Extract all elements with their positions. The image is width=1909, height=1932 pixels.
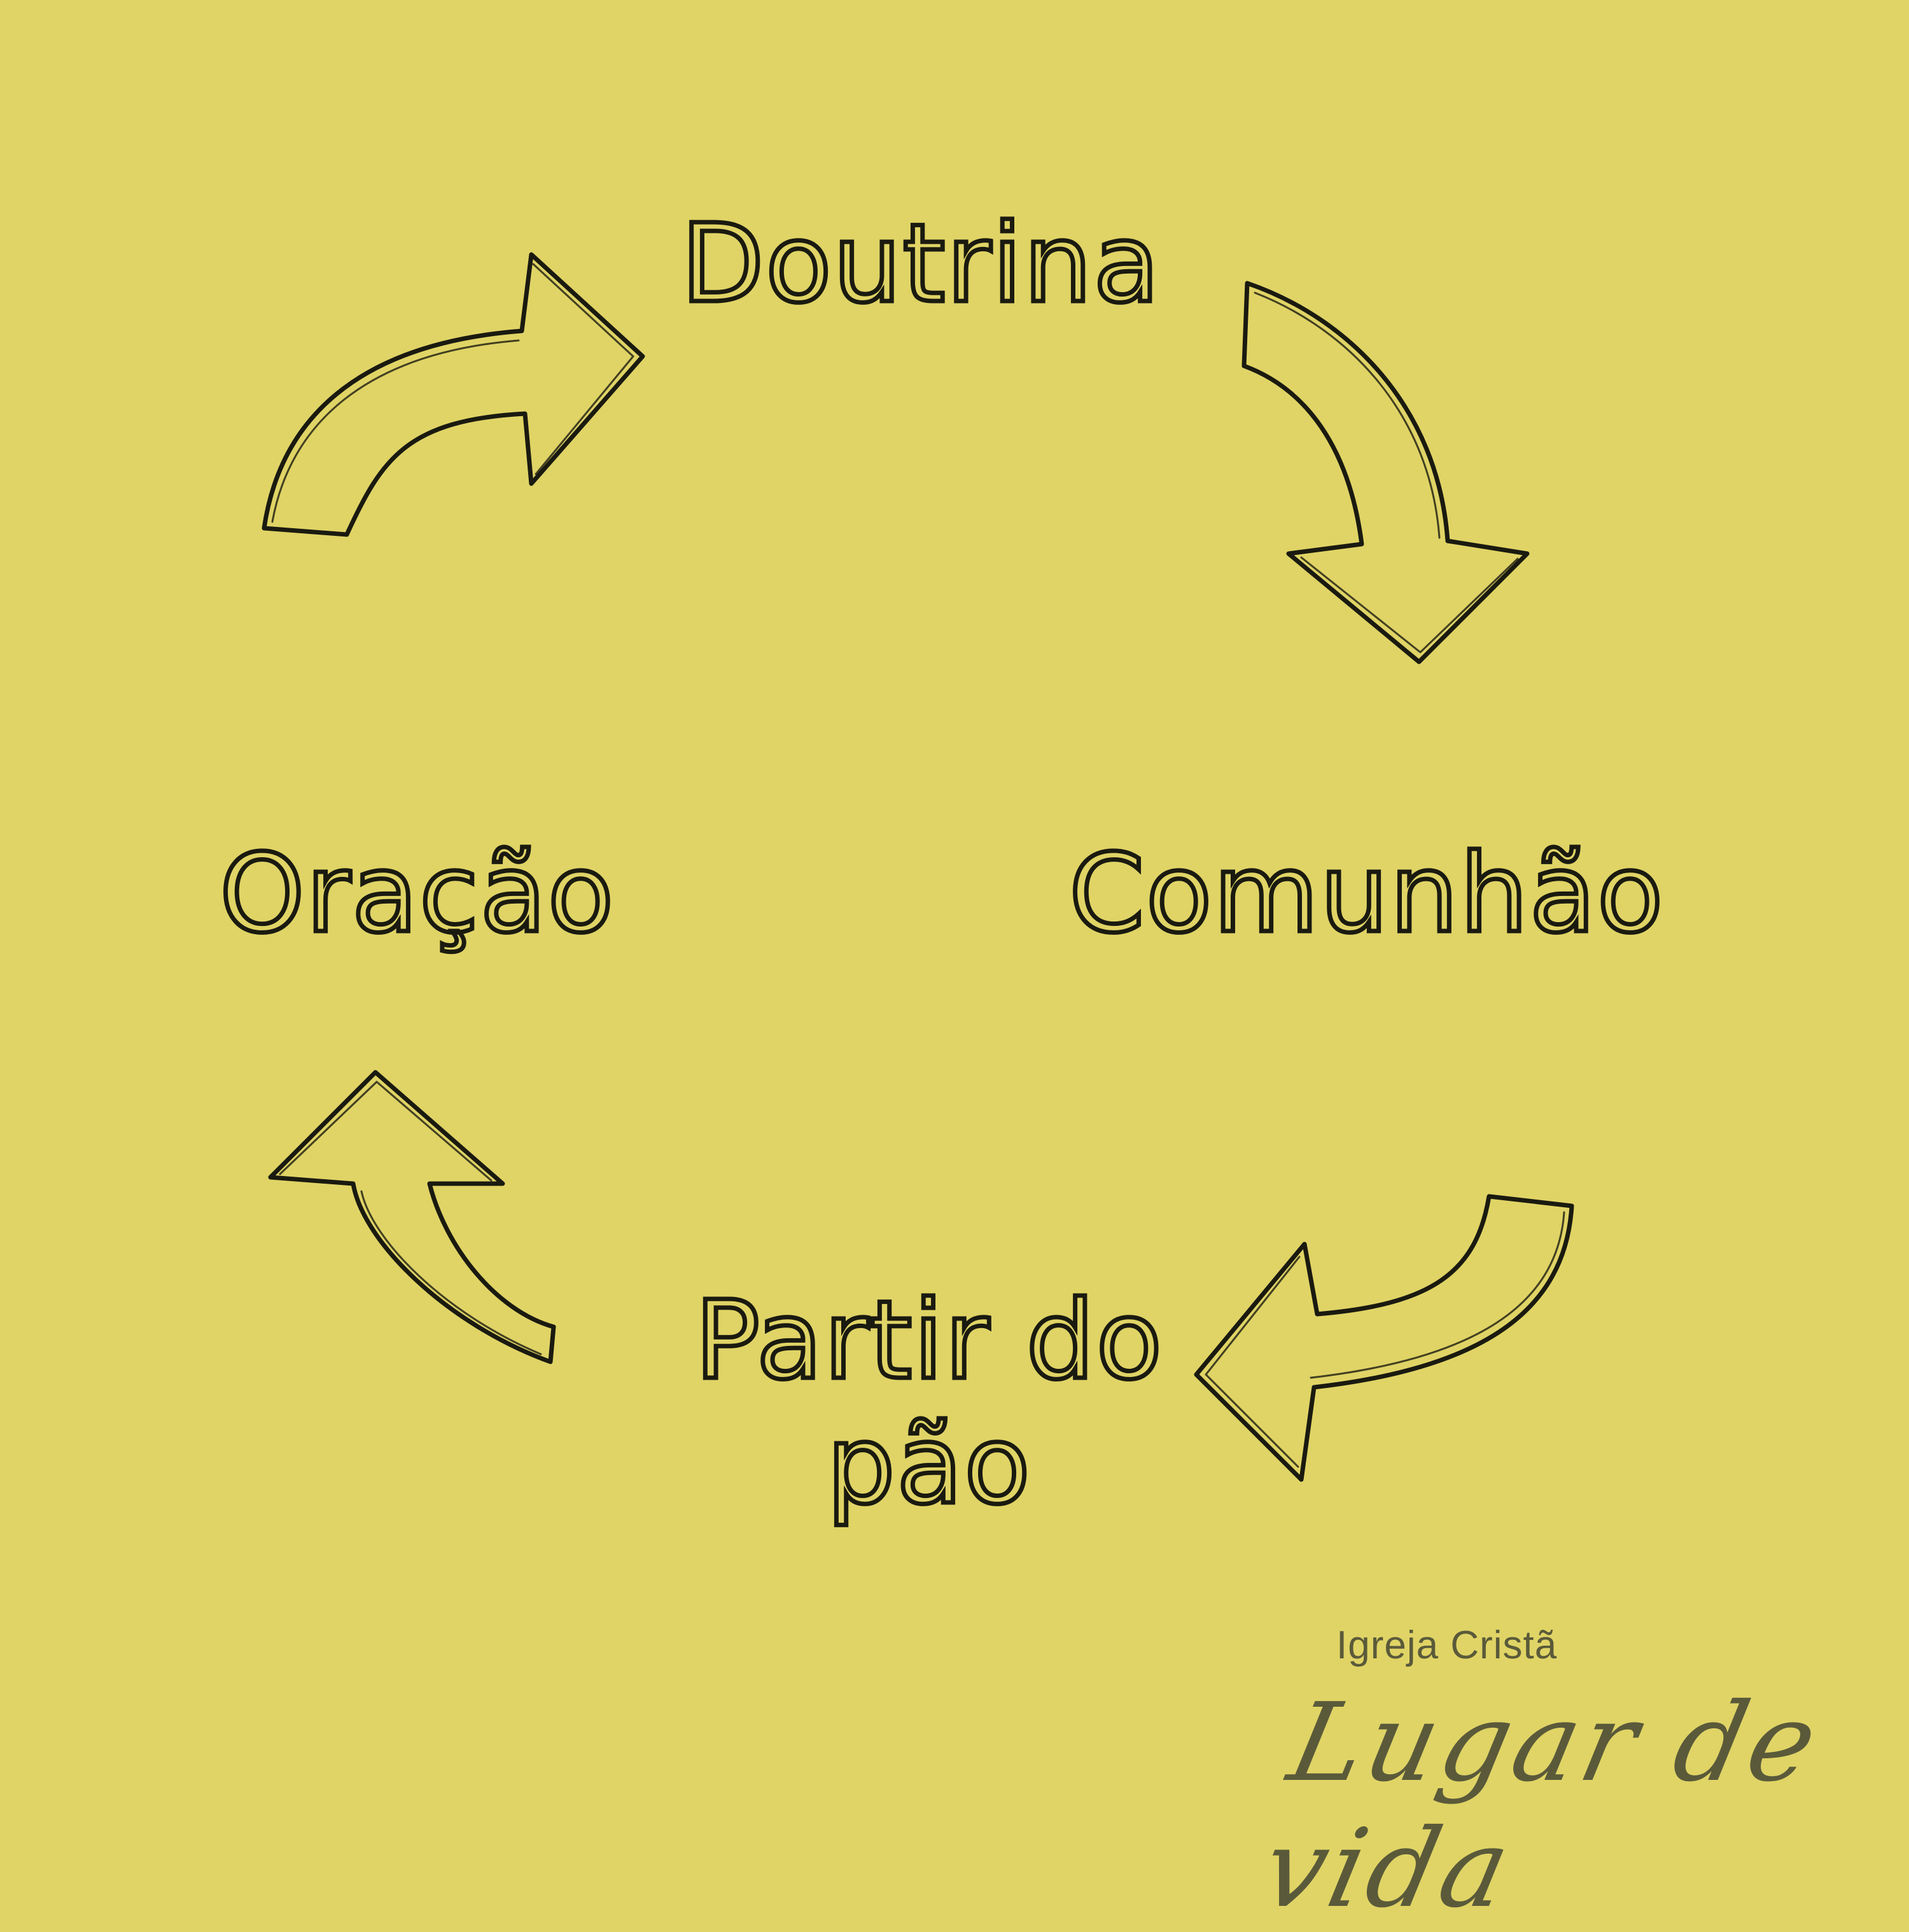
church-logo: Igreja Cristã Lugar de vida bbox=[1241, 1604, 1864, 1932]
arrow-to-partir-do-pao bbox=[1194, 1194, 1574, 1482]
arrow-to-doutrina bbox=[262, 252, 645, 537]
node-partir-do-pao: Partir do pão bbox=[692, 1277, 1164, 1530]
arrow-to-comunhao bbox=[1241, 281, 1530, 664]
arrow-to-oracao bbox=[268, 1070, 556, 1364]
logo-subtitle: Igreja Cristã bbox=[1336, 1623, 1558, 1667]
node-comunhao: Comunhão bbox=[1067, 831, 1666, 957]
node-doutrina: Doutrina bbox=[678, 201, 1161, 327]
logo-title: Lugar de vida bbox=[1252, 1680, 1831, 1932]
node-oracao: Oração bbox=[218, 831, 617, 957]
